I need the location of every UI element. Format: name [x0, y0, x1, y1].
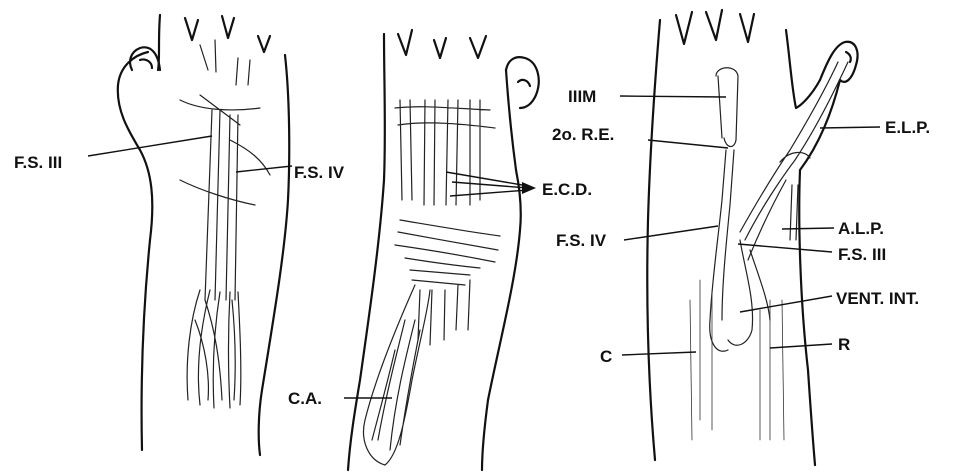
middle-thumb: [506, 57, 539, 108]
label-right-re: 2o. R.E.: [552, 125, 614, 144]
leader-right-vent: [740, 296, 832, 312]
left-fingertips: [185, 16, 270, 52]
label-right-fs4: F.S. IV: [556, 231, 607, 250]
leader-right-r: [770, 344, 832, 348]
right-forearm-outline: [647, 20, 840, 465]
label-right-iiim: IIIM: [568, 87, 596, 106]
ecd-arrowhead: [522, 182, 536, 194]
label-right-fs3: F.S. III: [838, 245, 886, 264]
right-elp-tendon: [740, 62, 848, 240]
leader-right-fs4: [624, 226, 718, 240]
middle-tendons: [395, 100, 500, 345]
right-forearm-panel: IIIM 2o. R.E. E.L.P. A.L.P. F.S. IV F.S.…: [552, 10, 930, 465]
label-right-vent: VENT. INT.: [836, 289, 919, 308]
label-mid-ecd: E.C.D.: [542, 180, 592, 199]
right-thumb: [820, 42, 858, 82]
leader-right-elp: [820, 127, 880, 128]
label-right-r: R: [838, 335, 850, 354]
middle-forearm-panel: E.C.D. C.A.: [288, 30, 592, 470]
leader-left-fs3: [88, 136, 212, 156]
label-right-elp: E.L.P.: [885, 118, 930, 137]
middle-forearm-outline: [348, 34, 521, 470]
right-iiim-tendon: [716, 68, 738, 140]
middle-fingertips: [398, 30, 486, 58]
middle-ca-muscle: [364, 285, 430, 465]
left-muscle-belly: [187, 290, 241, 408]
leader-right-re: [648, 140, 728, 148]
leader-left-fs4: [236, 166, 292, 172]
right-fingertips: [676, 10, 754, 44]
label-right-c: C: [600, 347, 612, 366]
leader-right-c: [622, 352, 696, 355]
right-forearm-bones: [690, 280, 784, 440]
leader-mid-ecd-2: [452, 182, 528, 188]
right-fs4-tendon: [710, 138, 736, 351]
label-right-alp: A.L.P.: [838, 219, 884, 238]
label-mid-ca: C.A.: [288, 389, 322, 408]
left-forearm-outline: [118, 15, 289, 455]
right-vent-int-muscle: [728, 240, 770, 345]
leader-right-iiim: [620, 96, 726, 97]
label-left-fs3: F.S. III: [14, 153, 62, 172]
label-left-fs4: F.S. IV: [294, 163, 345, 182]
leader-right-alp: [782, 228, 834, 229]
leader-mid-ecd-3: [450, 190, 528, 196]
